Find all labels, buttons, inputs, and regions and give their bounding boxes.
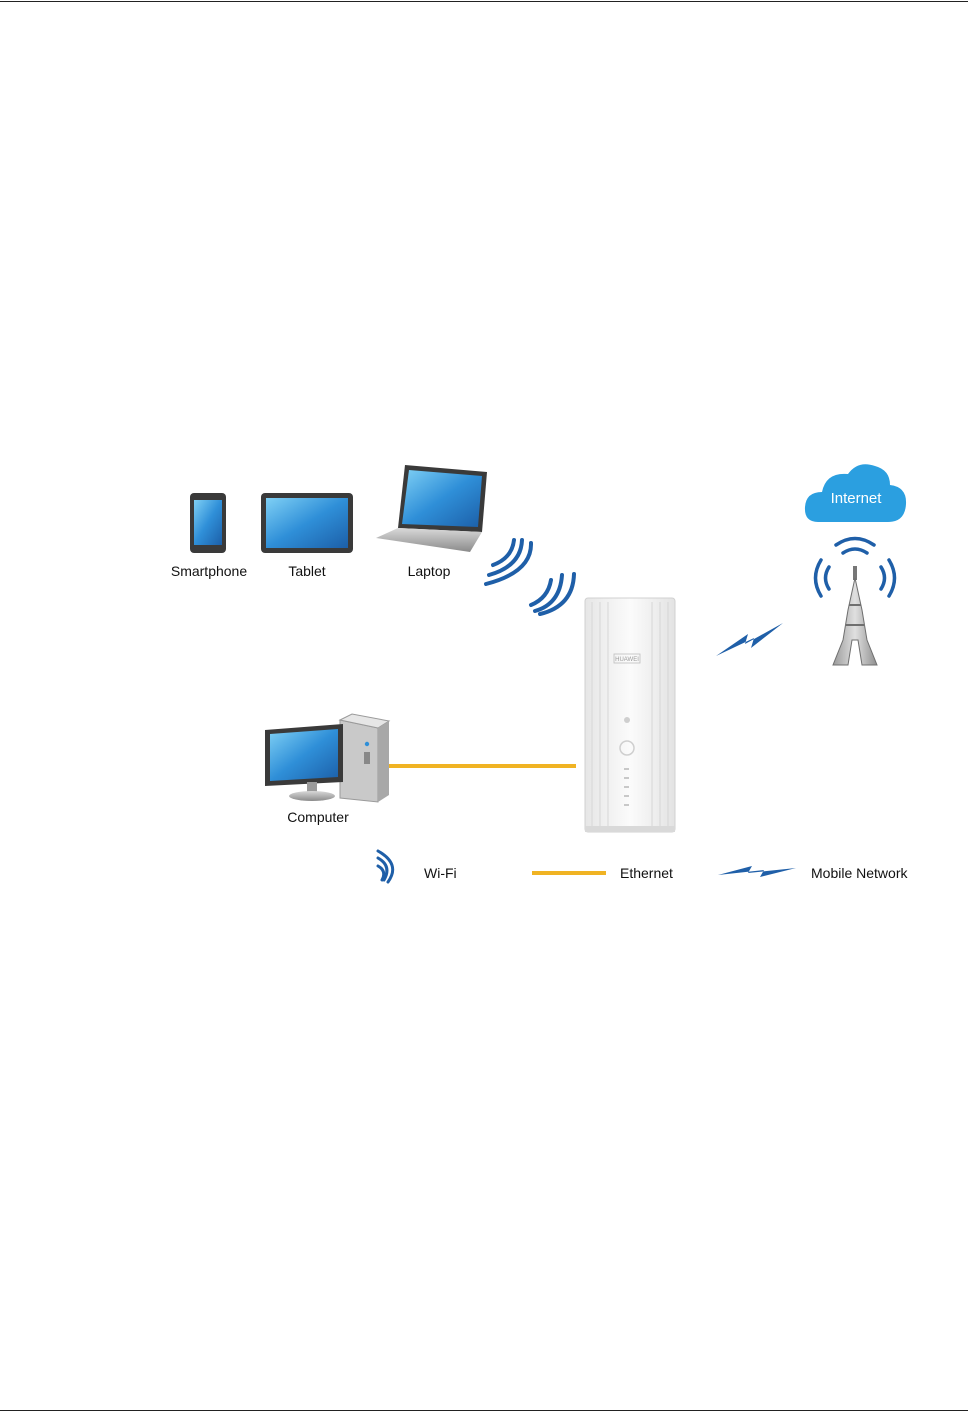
computer-icon [265,714,389,802]
tablet-label: Tablet [288,563,325,579]
legend: Wi-Fi Ethernet Mobile Network [378,851,908,882]
legend-ethernet-label: Ethernet [620,865,673,881]
legend-mobile-label: Mobile Network [811,865,908,881]
router-brand: HUAWEI [615,657,639,663]
smartphone-icon [190,493,226,553]
smartphone-label: Smartphone [171,563,247,579]
mobile-network-bolt-icon [716,623,783,656]
router-icon: HUAWEI [585,598,675,832]
wifi-signal-icon [486,540,574,614]
legend-wifi-label: Wi-Fi [424,865,457,881]
cell-tower-icon [833,566,877,665]
laptop-label: Laptop [408,563,451,579]
computer-label: Computer [287,809,349,825]
tablet-icon [261,493,353,553]
legend-mobile-bolt-icon [718,866,796,877]
legend-wifi-icon [378,851,393,882]
cloud-label: Internet [831,490,883,507]
laptop-icon [376,465,487,552]
